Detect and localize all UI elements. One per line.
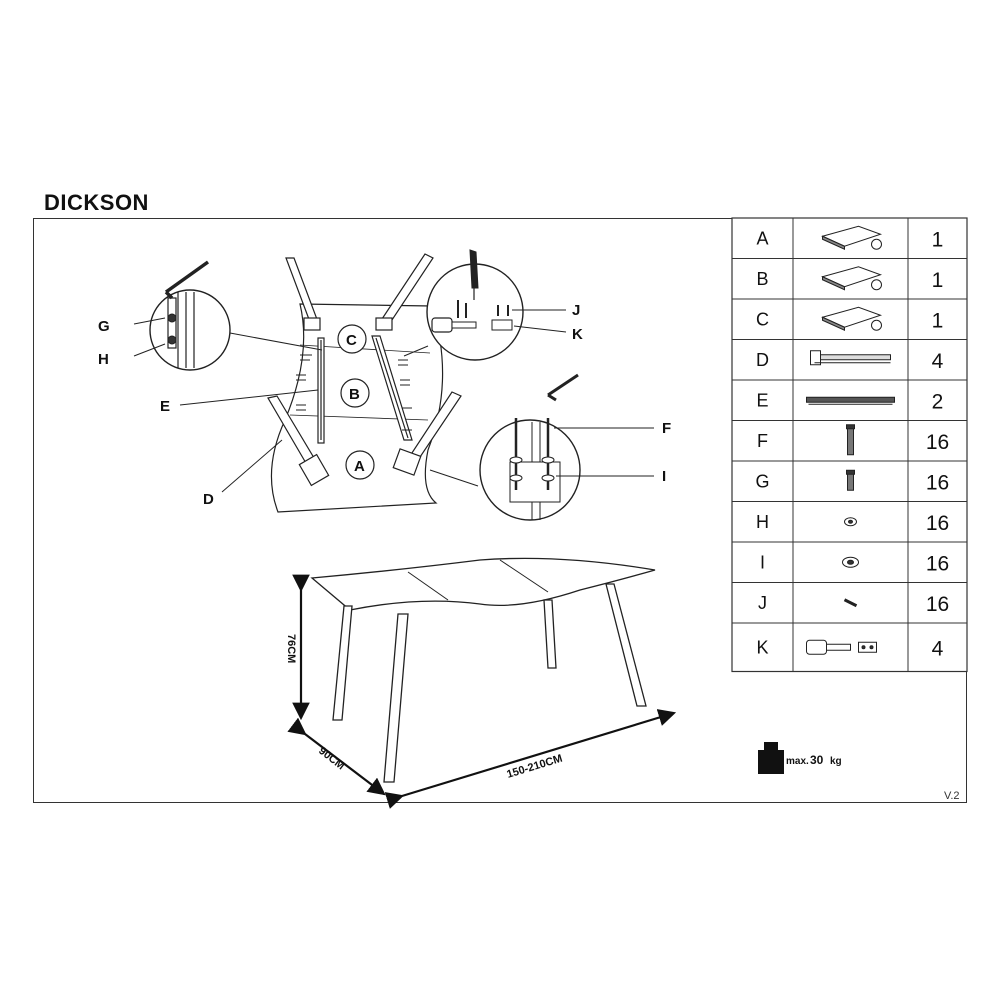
latch-icon [806,639,877,655]
panel-label-a: A [354,458,365,475]
page-title: DICKSON [44,190,149,215]
detail-circle-fi [479,418,654,521]
table-top [310,557,656,611]
part-quantity: 1 [932,269,944,292]
callout-k: K [572,326,583,343]
max-load-value: 30 [810,753,824,767]
callout-h: H [98,351,109,368]
leg-bottom-left [267,395,330,487]
parts-row: J 16 [758,593,949,616]
part-quantity: 16 [926,471,949,494]
short-bolt-icon [846,469,855,491]
max-load-unit: kg [830,756,842,767]
callout-j: J [572,302,580,319]
dimension-depth: 90CM [316,745,347,773]
part-label: B [756,269,768,289]
dimension-height: 76CM [285,634,297,663]
panel-label-b: B [349,386,360,403]
callout-f: F [662,420,671,437]
part-label: J [758,593,767,613]
table-leg-back-left [543,599,557,669]
part-quantity: 4 [932,350,944,373]
part-label: D [756,350,769,370]
weight-icon [758,742,784,774]
parts-row: G 16 [755,469,949,494]
panel-a-marker [345,450,375,480]
panel-label-c: C [346,332,357,349]
washer-icon [842,556,859,568]
leg-bottom-right [392,391,462,476]
part-quantity: 16 [926,512,949,535]
part-quantity: 2 [932,390,944,413]
detail-circle-gh [133,260,323,371]
part-quantity: 1 [932,228,944,251]
panel-b-marker [340,378,370,408]
parts-row: H 16 [756,512,949,535]
leg-top-right [375,253,434,331]
part-quantity: 16 [926,593,949,616]
long-bolt-icon [846,424,855,456]
part-quantity: 4 [932,637,944,660]
version-label: V.2 [944,790,960,802]
parts-row: F 16 [757,424,949,456]
callout-e: E [160,398,170,415]
tabletop-panel-icon [821,225,883,251]
part-label: H [756,512,769,532]
part-quantity: 16 [926,431,949,454]
part-label: F [757,431,768,451]
leg-top-left [285,257,321,331]
exploded-view [267,253,579,513]
dimension-lines [287,574,677,809]
assembled-table [310,557,656,783]
small-washer-icon [844,517,857,527]
part-quantity: 16 [926,552,949,575]
detail-circle-jk [426,249,567,361]
part-label: E [756,390,768,410]
part-label: K [756,637,768,657]
part-quantity: 1 [932,309,944,332]
table-leg-front-left [332,605,353,721]
part-label: G [755,471,769,491]
rail-right [371,335,413,441]
part-label: C [756,309,769,329]
parts-row: I 16 [760,552,949,575]
tabletop-panel-icon [821,266,883,291]
table-leg-front-right [383,613,409,783]
panel-c-marker [337,324,367,354]
tabletop-panel-icon [821,306,883,332]
leg-bracket-icon [810,350,891,366]
rail-icon [806,396,895,405]
rail-screws [296,354,412,431]
dimension-length: 150-210CM [505,753,563,781]
callout-g: G [98,318,110,335]
callout-d: D [203,491,214,508]
part-label: A [756,228,768,248]
allen-key-icon [547,373,579,402]
max-load-prefix: max. [786,756,809,767]
screwdriver-icon [469,249,479,289]
table-leg-back-right [605,583,647,707]
part-label: I [760,552,765,572]
screw-icon [843,598,858,608]
callout-i: I [662,468,666,485]
leader-lines [179,345,479,493]
rail-left [317,337,325,444]
